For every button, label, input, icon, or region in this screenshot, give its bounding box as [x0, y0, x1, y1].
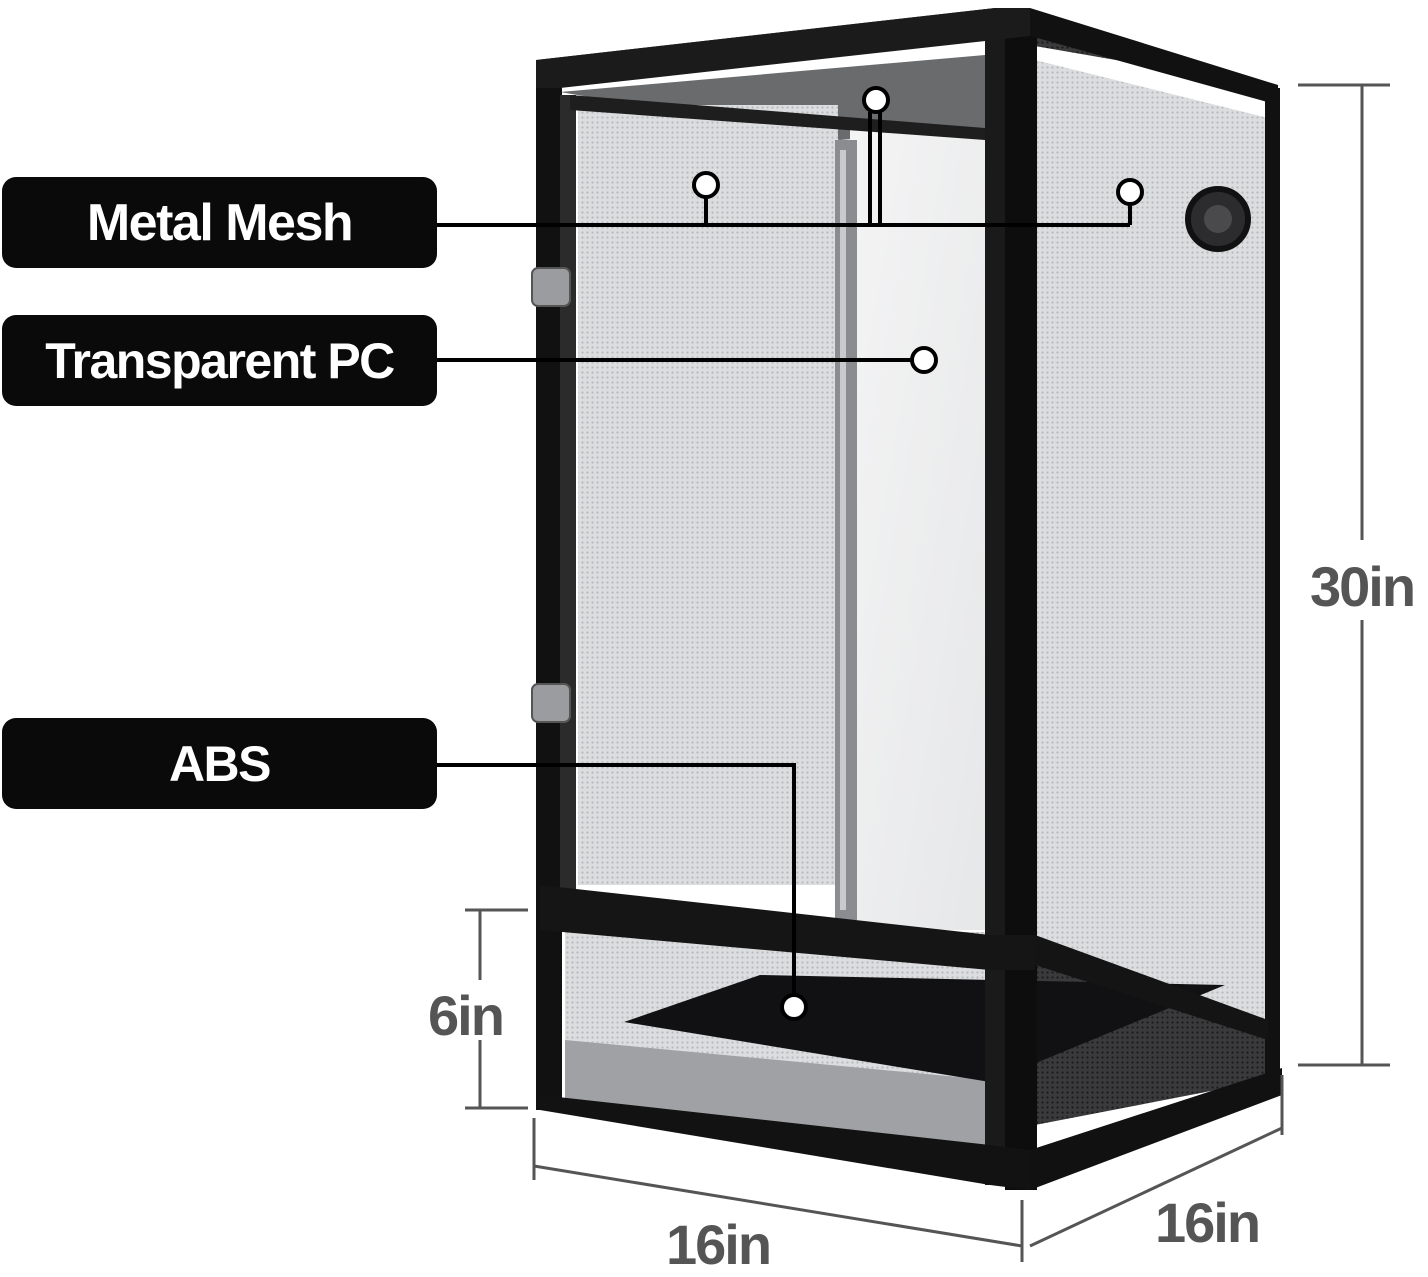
- callout-metal-mesh: [437, 112, 1132, 227]
- callout-abs: [437, 763, 796, 995]
- callout-dot: [910, 346, 938, 374]
- callout-dot: [862, 86, 890, 114]
- label-transparent-pc: Transparent PC: [2, 315, 437, 406]
- back-mesh-panel: [578, 105, 838, 885]
- dimension-height-label: 30in: [1310, 555, 1416, 618]
- hinge-top: [531, 267, 571, 307]
- frame-left: [536, 60, 562, 1110]
- dimension-base-label: 6in: [428, 984, 505, 1047]
- callout-dot: [692, 171, 720, 199]
- dimension-base-line: [465, 908, 528, 1110]
- dimension-width-label: 16in: [666, 1213, 772, 1276]
- dimension-depth-label: 16in: [1155, 1191, 1261, 1254]
- abs-plate: [624, 975, 1225, 1082]
- side-mesh-panel: [1035, 60, 1268, 1080]
- callout-dot: [780, 993, 808, 1021]
- label-metal-mesh: Metal Mesh: [2, 177, 437, 268]
- dimension-width-line: [532, 1118, 1024, 1262]
- dimension-height-line: [1298, 83, 1390, 1067]
- hinge-bottom: [531, 683, 571, 723]
- dimension-depth-line: [1029, 1075, 1284, 1248]
- label-abs: ABS: [2, 718, 437, 809]
- callout-dot: [1116, 178, 1144, 206]
- front-glass-panel: [850, 130, 988, 930]
